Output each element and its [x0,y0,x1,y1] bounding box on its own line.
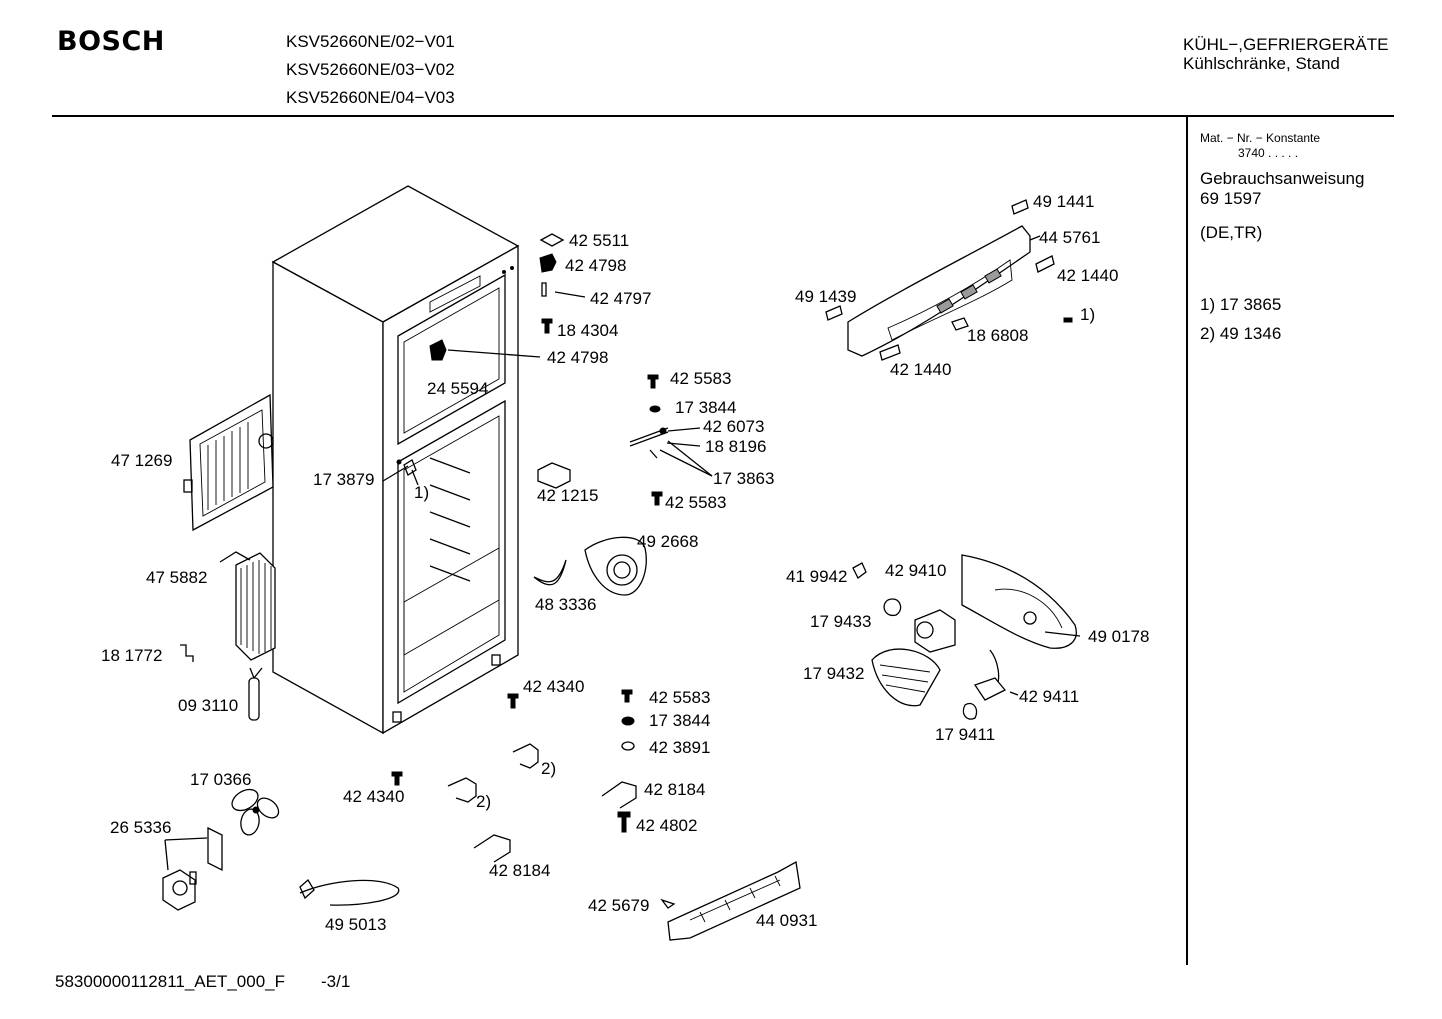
part-label: 18 1772 [101,646,162,665]
top-hinge-illustrations [429,233,586,361]
part-label: 49 1439 [795,287,856,306]
model-list: KSV52660NE/02−V01 KSV52660NE/03−V02 KSV5… [286,28,455,112]
part-label: 49 5013 [325,915,386,934]
part-label: 42 8184 [644,780,705,799]
part-label: 18 4304 [557,321,618,340]
part-label: 2) [476,792,491,811]
model-number: KSV52660NE/02−V01 [286,32,455,51]
part-label: 44 0931 [756,911,817,930]
part-label: 17 3844 [649,711,710,730]
manual-number: 69 1597 [1200,189,1262,208]
part-label: 42 4340 [523,677,584,696]
lamp-assembly-illustration [852,554,1081,720]
category-line: Kühlschränke, Stand [1183,54,1340,73]
model-number: KSV52660NE/04−V03 [286,88,455,107]
part-labels: 42 5511 42 4798 42 4797 18 4304 42 4798 … [101,192,1149,934]
part-label: 42 1440 [890,360,951,379]
part-label: 42 5583 [649,688,710,707]
bracket-illustration [180,644,194,662]
part-label: 17 9411 [935,725,995,744]
sidebar-divider [1186,117,1188,965]
manual-label: Gebrauchsanweisung [1200,169,1365,188]
part-label: 17 3863 [713,469,774,488]
part-label: 44 5761 [1039,228,1100,247]
part-label: 42 3891 [649,738,710,757]
part-label: 2) [541,759,556,778]
model-number: KSV52660NE/03−V02 [286,60,455,79]
part-label: 42 1215 [537,486,598,505]
fan-housing-illustration [533,536,647,596]
sheet-number: -3/1 [321,972,351,991]
fan-blade-illustration [231,788,280,836]
footnote-1: 1) 17 3865 [1200,295,1282,314]
part-label: 17 0366 [190,770,251,789]
box-illustration [537,462,571,489]
part-label: 47 5882 [146,568,207,587]
part-label: 47 1269 [111,451,172,470]
mat-value: 3740 . . . . . [1238,146,1299,160]
part-label: 42 8184 [489,861,550,880]
part-label: 41 9942 [786,567,847,586]
part-label: 42 4798 [547,348,608,367]
part-label: 18 6808 [967,326,1028,345]
part-label: 42 4340 [343,787,404,806]
part-label: 42 4797 [590,289,651,308]
part-label: 42 6073 [703,417,764,436]
part-label: 49 1441 [1033,192,1094,211]
part-label: 17 3844 [675,398,736,417]
part-label: 42 9410 [885,561,946,580]
sidebar-info: Mat. − Nr. − Konstante 3740 . . . . . Ge… [1200,131,1364,344]
part-label: 42 5583 [670,369,731,388]
part-label: 49 0178 [1088,627,1149,646]
part-label: 1) [1080,305,1095,324]
footnote-2: 2) 49 1346 [1200,324,1282,343]
part-label: 42 1440 [1057,266,1118,285]
back-grille-illustration [183,393,274,532]
part-label: 42 5583 [665,493,726,512]
part-label: 18 8196 [705,437,766,456]
part-label: 42 4802 [636,816,697,835]
part-label: 42 5511 [569,231,629,250]
manual-languages: (DE,TR) [1200,223,1263,242]
part-label: 17 9433 [810,612,871,631]
door-hinge-illustrations [382,374,713,506]
part-label: 24 5594 [427,379,488,398]
category-line: KÜHL−,GEFRIERGERÄTE [1183,35,1389,54]
part-label: 42 5679 [588,896,649,915]
part-label: 1) [414,483,429,502]
part-label: 26 5336 [110,818,171,837]
part-label: 48 3336 [535,595,596,614]
fan-motor-illustration [162,826,223,911]
part-label: 42 9411 [1019,687,1079,706]
control-panel-illustration [825,199,1073,361]
bottom-hardware-illustrations [391,689,676,909]
part-label: 17 3879 [313,470,374,489]
part-label: 17 9432 [803,664,864,683]
document-id: 58300000112811_AET_000_F [55,972,286,991]
footer: 58300000112811_AET_000_F -3/1 [55,972,350,992]
product-category: KÜHL−,GEFRIERGERÄTE Kühlschränke, Stand [1183,35,1388,73]
cabinet-illustration [271,185,520,735]
part-label: 09 3110 [178,696,238,715]
bottom-grille-illustration [667,860,801,941]
power-cord-illustration [299,878,400,906]
part-label: 49 2668 [637,532,698,551]
part-label: 42 4798 [565,256,626,275]
dryer-illustration [248,667,263,721]
header-divider [52,115,1394,117]
brand-logo: BOSCH [57,26,165,57]
condenser-illustration [219,551,276,661]
mat-label: Mat. − Nr. − Konstante [1200,131,1321,145]
